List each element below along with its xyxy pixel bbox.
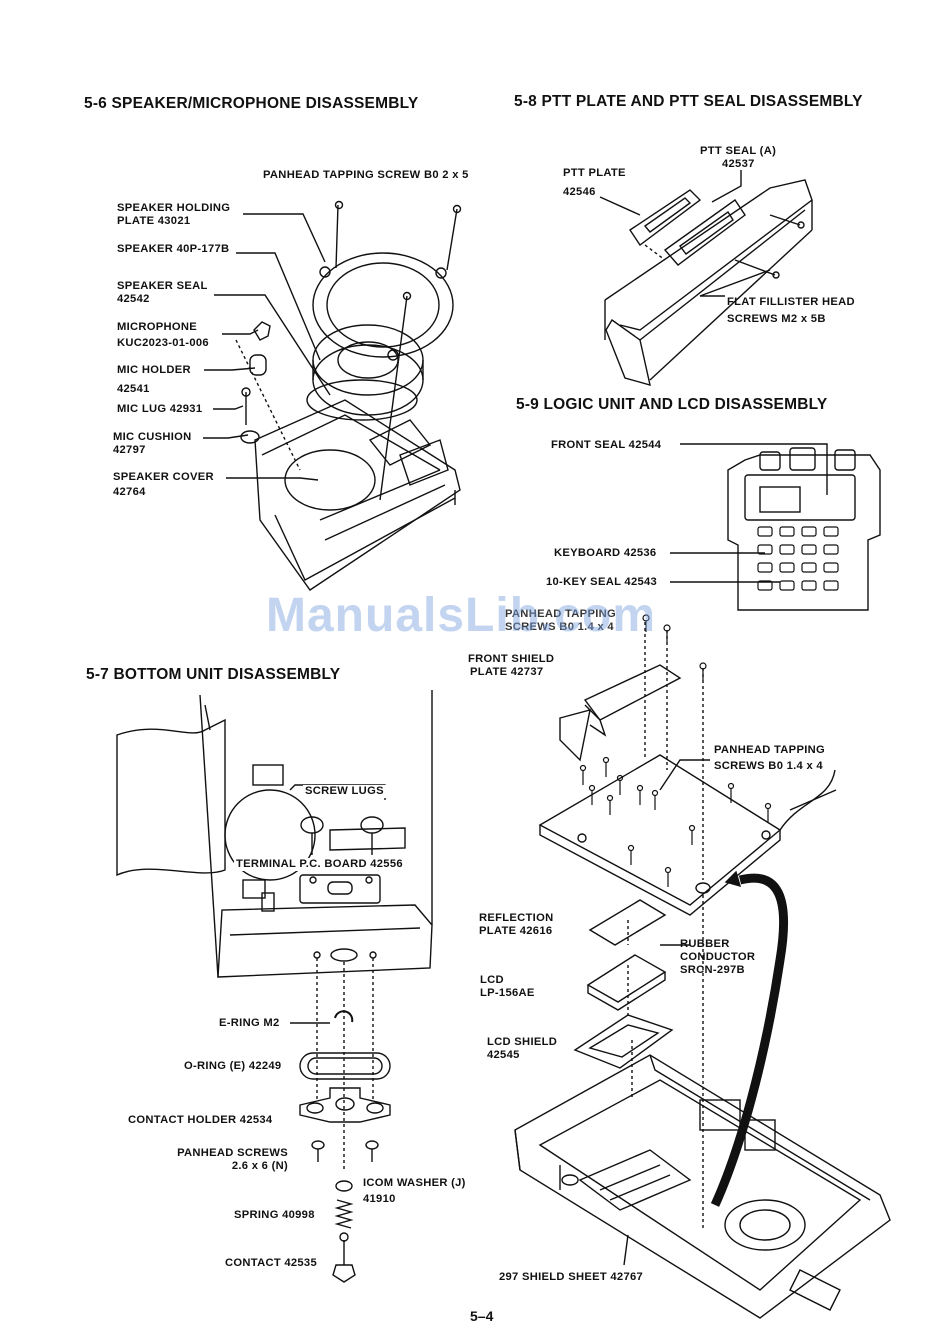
label-speaker-holding-plate: SPEAKER HOLDING PLATE 43021 [117, 202, 230, 228]
label-spring: SPRING 40998 [234, 1209, 315, 1221]
label-panhead-screw: PANHEAD TAPPING SCREW B0 2 x 5 [263, 169, 469, 181]
label-line: ICOM WASHER (J) [363, 1177, 466, 1189]
label-speaker: SPEAKER 40P-177B [117, 243, 230, 255]
label-line: REFLECTION [479, 912, 554, 924]
section-heading-5-6: 5-6 SPEAKER/MICROPHONE DISASSEMBLY [84, 95, 419, 112]
label-panhead-tapping-screws: PANHEAD TAPPING SCREWS B0 1.4 x 4 [714, 744, 825, 773]
label-line: PTT SEAL (A) [700, 145, 777, 157]
speaker-assembly-drawing [203, 200, 462, 591]
page-number: 5–4 [470, 1308, 494, 1324]
label-speaker-cover: SPEAKER COVER 42764 [113, 471, 214, 499]
label-line: 2.6 x 6 (N) [231, 1160, 288, 1172]
label-ptt-plate: PTT PLATE 42546 [563, 167, 626, 199]
label-line: 42545 [487, 1049, 520, 1061]
label-line: MIC CUSHION [113, 431, 192, 443]
label-contact: CONTACT 42535 [225, 1257, 317, 1269]
label-line: 41910 [363, 1193, 396, 1205]
label-line: 42541 [117, 383, 150, 395]
label-panhead-screws-upper: PANHEAD TAPPING SCREWS B0 1.4 x 4 [505, 608, 616, 634]
label-front-seal: FRONT SEAL 42544 [551, 439, 662, 451]
label-line: LP-156AE [480, 987, 535, 999]
label-e-ring: E-RING M2 [219, 1017, 280, 1029]
label-line: PLATE 43021 [117, 215, 191, 227]
label-line: KUC2023-01-006 [117, 337, 209, 349]
label-line: CONDUCTOR [680, 951, 756, 963]
label-keyboard: KEYBOARD 42536 [554, 547, 657, 559]
label-flat-fillister-screws: FLAT FILLISTER HEAD SCREWS M2 x 5B [727, 296, 855, 326]
label-mic-cushion: MIC CUSHION 42797 [113, 431, 192, 457]
label-line: FLAT FILLISTER HEAD [727, 296, 855, 308]
label-line: SPEAKER COVER [113, 471, 214, 483]
label-line: 42797 [113, 444, 146, 456]
label-line: PTT PLATE [563, 167, 626, 179]
label-front-shield-plate: FRONT SHIELD PLATE 42737 [468, 653, 554, 679]
label-shield-sheet: 297 SHIELD SHEET 42767 [499, 1271, 644, 1283]
watermark: ManualsLib.com [266, 589, 657, 642]
label-rubber-conductor: RUBBER CONDUCTOR SRCN-297B [680, 938, 755, 977]
label-o-ring: O-RING (E) 42249 [184, 1060, 282, 1072]
label-line: SCREWS M2 x 5B [727, 313, 826, 325]
label-lcd-shield: LCD SHIELD 42545 [487, 1036, 557, 1062]
label-line: PANHEAD TAPPING [714, 744, 825, 756]
label-line: 42537 [722, 158, 755, 170]
label-line: LCD [480, 974, 504, 986]
label-speaker-seal: SPEAKER SEAL 42542 [117, 280, 208, 306]
label-contact-holder: CONTACT HOLDER 42534 [128, 1114, 273, 1126]
label-line: MICROPHONE [117, 321, 198, 333]
label-mic-holder: MIC HOLDER 42541 [117, 364, 191, 396]
label-line: FRONT SHIELD [468, 653, 555, 665]
label-microphone: MICROPHONE KUC2023-01-006 [117, 321, 209, 350]
label-line: SCREWS B0 1.4 x 4 [714, 760, 823, 772]
label-line: 42546 [563, 186, 596, 198]
label-lcd: LCD LP-156AE [480, 974, 535, 1000]
section-heading-5-9: 5-9 LOGIC UNIT AND LCD DISASSEMBLY [516, 396, 828, 413]
label-line: SRCN-297B [680, 964, 745, 976]
logic-assembly-drawing [514, 443, 891, 1319]
label-terminal-pc-board: TERMINAL P.C. BOARD 42556 [234, 858, 405, 871]
bottom-unit-drawing [116, 690, 433, 1283]
label-reflection-plate: REFLECTION PLATE 42616 [479, 912, 553, 938]
label-screw-lugs: SCREW LUGS [303, 785, 386, 798]
label-line: SPEAKER SEAL [117, 280, 208, 292]
label-line: MIC HOLDER [117, 364, 191, 376]
label-mic-lug: MIC LUG 42931 [117, 403, 203, 415]
label-ptt-seal: PTT SEAL (A) 42537 [700, 145, 776, 171]
label-panhead-screws: PANHEAD SCREWS 2.6 x 6 (N) [168, 1147, 288, 1173]
label-10-key-seal: 10-KEY SEAL 42543 [546, 576, 658, 588]
section-heading-5-8: 5-8 PTT PLATE AND PTT SEAL DISASSEMBLY [514, 93, 863, 110]
label-line: PANHEAD TAPPING [505, 608, 616, 620]
label-line: PANHEAD SCREWS [177, 1147, 288, 1159]
label-line: PLATE 42616 [479, 925, 553, 937]
label-line: LCD SHIELD [487, 1036, 558, 1048]
label-line: SCREWS B0 1.4 x 4 [505, 621, 614, 633]
label-line: 42542 [117, 293, 150, 305]
ptt-assembly-drawing [599, 170, 813, 386]
section-heading-5-7: 5-7 BOTTOM UNIT DISASSEMBLY [86, 666, 341, 683]
label-line: SPEAKER HOLDING [117, 202, 231, 214]
label-line: 42764 [113, 486, 146, 498]
label-line: RUBBER [680, 938, 730, 950]
label-line: PLATE 42737 [470, 666, 544, 678]
label-icom-washer: ICOM WASHER (J) 41910 [363, 1177, 466, 1206]
